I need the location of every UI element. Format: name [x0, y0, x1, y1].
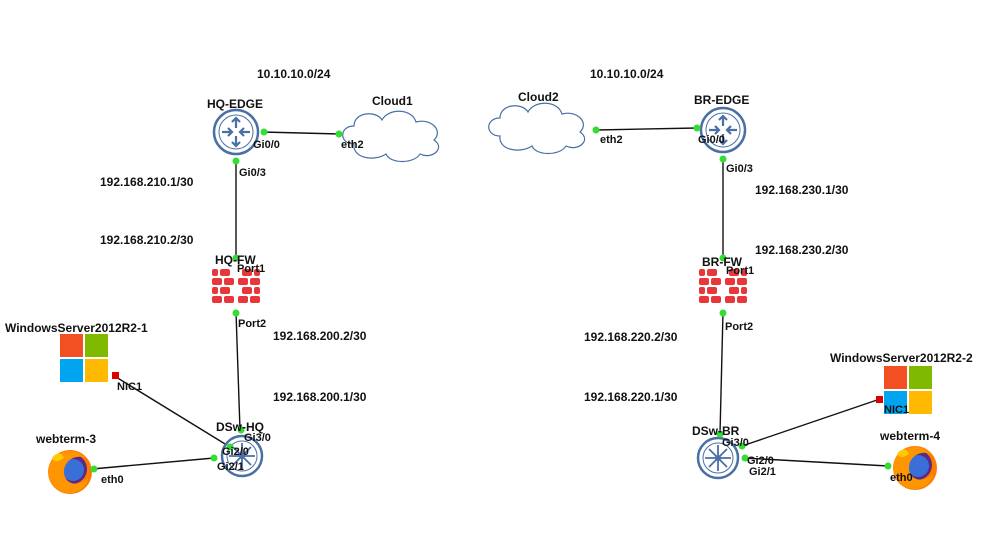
cloud1-icon[interactable]	[342, 110, 440, 163]
port-dot	[210, 454, 218, 462]
hq-fw-dsw-subnet-b-label: 192.168.200.1/30	[273, 390, 367, 404]
webterm-3-label: webterm-3	[35, 432, 96, 446]
hq-dsw-gi21-label: Gi2/1	[217, 461, 244, 473]
hq-fw-port2-label: Port2	[238, 318, 266, 330]
hq-edge-fw-subnet-b-label: 192.168.210.2/30	[100, 233, 194, 247]
br-edge-fw-subnet-b-label: 192.168.230.2/30	[755, 243, 849, 257]
br-webterm-eth0-label: eth0	[890, 472, 913, 484]
br-edge-gi00-label: Gi0/0	[698, 134, 725, 146]
br-win-nic1-label: NIC1	[884, 404, 909, 416]
br-edge-gi03-label: Gi0/3	[726, 163, 753, 175]
br-edge-label: BR-EDGE	[694, 93, 749, 107]
webterm-4-label: webterm-4	[879, 429, 940, 443]
link-webterm3-dsw-hq	[91, 457, 215, 470]
hq-webterm-eth0-label: eth0	[101, 474, 124, 486]
port-dot	[719, 254, 727, 262]
br-fw-port1-label: Port1	[726, 265, 754, 277]
dsw-hq-label: DSw-HQ	[216, 420, 264, 434]
port-dots	[90, 124, 892, 473]
link-win-hq-dsw-hq	[115, 376, 231, 448]
port-dot	[335, 130, 343, 138]
win-hq-label: WindowsServer2012R2-1	[5, 321, 148, 335]
br-fw-port2-label: Port2	[725, 321, 753, 333]
br-fw-dsw-subnet-a-label: 192.168.220.2/30	[584, 330, 678, 344]
port-dot	[226, 443, 234, 451]
br-wan-subnet-label: 10.10.10.0/24	[590, 67, 664, 81]
hq-edge-fw-subnet-a-label: 192.168.210.1/30	[100, 175, 194, 189]
hq-dsw-gi20-label: Gi2/0	[222, 446, 249, 458]
cloud2-label: Cloud2	[518, 90, 559, 104]
port-dot	[260, 128, 268, 136]
webterm3-firefox-icon[interactable]	[48, 450, 92, 494]
hq-fw-label: HQ-FW	[215, 253, 256, 267]
br-dsw-gi20-label: Gi2/0	[747, 455, 774, 467]
port-dot	[237, 426, 245, 434]
port-dot	[232, 254, 240, 262]
hq-edge-router-icon[interactable]	[212, 108, 260, 156]
nic-dot	[112, 372, 119, 379]
br-dsw-gi30-label: Gi3/0	[722, 437, 749, 449]
dsw-br-label: DSw-BR	[692, 424, 740, 438]
link-dsw-br-webterm4	[743, 457, 889, 467]
link-dsw-br-win-br	[741, 398, 881, 447]
br-dsw-gi21-label: Gi2/1	[749, 466, 776, 478]
port-dot	[232, 157, 240, 165]
hq-edge-label: HQ-EDGE	[207, 97, 263, 111]
cloud2-icon[interactable]	[488, 102, 586, 155]
win-br-label: WindowsServer2012R2-2	[830, 351, 973, 365]
hq-cloud-eth2-label: eth2	[341, 139, 364, 151]
port-dot	[719, 155, 727, 163]
links	[91, 127, 889, 470]
port-dot	[719, 309, 727, 317]
nic-dot	[876, 396, 883, 403]
port-dot	[884, 462, 892, 470]
link-cloud2-br-edge	[595, 127, 698, 131]
link-hq-fw-dsw-hq	[235, 311, 241, 431]
br-edge-fw-subnet-a-label: 192.168.230.1/30	[755, 183, 849, 197]
port-dot	[738, 442, 746, 450]
port-dot	[592, 126, 600, 134]
br-fw-label: BR-FW	[702, 255, 743, 269]
hq-dsw-gi30-label: Gi3/0	[244, 432, 271, 444]
link-hq-edge-cloud1	[261, 131, 341, 135]
link-br-fw-dsw-br	[719, 311, 724, 435]
br-fw-dsw-subnet-b-label: 192.168.220.1/30	[584, 390, 678, 404]
hq-wan-subnet-label: 10.10.10.0/24	[257, 67, 331, 81]
hq-edge-gi00-label: Gi0/0	[253, 139, 280, 151]
port-dot	[716, 430, 724, 438]
hq-edge-gi03-label: Gi0/3	[239, 167, 266, 179]
br-cloud-eth2-label: eth2	[600, 134, 623, 146]
win-hq-windows-logo-icon[interactable]	[60, 334, 108, 382]
port-dot	[90, 465, 98, 473]
hq-win-nic1-label: NIC1	[117, 381, 142, 393]
hq-fw-dsw-subnet-a-label: 192.168.200.2/30	[273, 329, 367, 343]
port-dot	[232, 309, 240, 317]
hq-fw-port1-label: Port1	[237, 263, 265, 275]
port-dot	[693, 124, 701, 132]
port-dot	[741, 454, 749, 462]
cloud1-label: Cloud1	[372, 94, 413, 108]
